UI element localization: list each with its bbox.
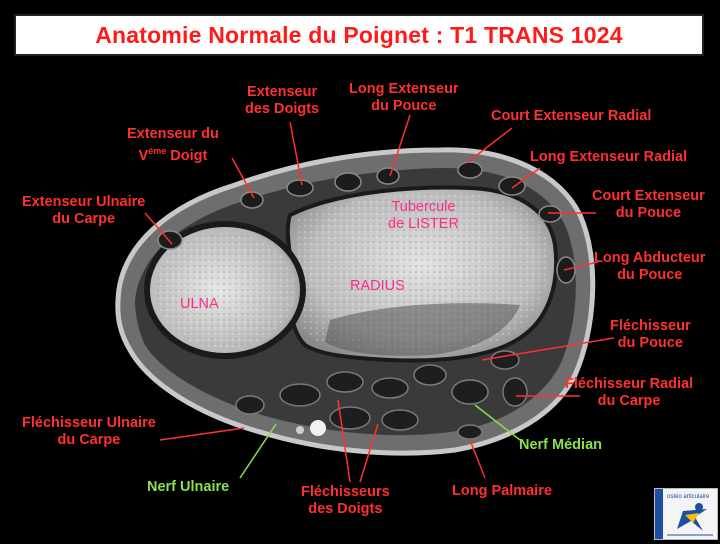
label-long-abducteur-pouce: Long Abducteur du Pouce xyxy=(594,250,706,283)
title-banner: Anatomie Normale du Poignet : T1 TRANS 1… xyxy=(14,14,704,56)
label-flechisseurs-doigts: Fléchisseurs des Doigts xyxy=(301,484,390,517)
label-long-extenseur-pouce: Long Extenseur du Pouce xyxy=(349,81,459,114)
label-long-palmaire: Long Palmaire xyxy=(452,483,552,499)
clinic-logo: ostéo articulaire xyxy=(654,488,718,540)
page-title: Anatomie Normale du Poignet : T1 TRANS 1… xyxy=(95,21,623,48)
label-extenseur-doigts: Extenseur des Doigts xyxy=(245,84,320,117)
label-extenseur-v-doigt: Extenseur du Véme Doigt xyxy=(127,126,219,164)
label-ulna: ULNA xyxy=(180,296,219,312)
skin-layer xyxy=(115,147,596,456)
label-nerf-ulnaire: Nerf Ulnaire xyxy=(147,479,230,495)
clinic-logo-graphic: ostéo articulaire xyxy=(655,489,713,539)
label-flechisseur-pouce: Fléchisseur du Pouce xyxy=(610,318,691,351)
label-radius: RADIUS xyxy=(350,278,405,294)
label-flechisseur-radial-carpe: Fléchisseur Radial du Carpe xyxy=(565,376,694,409)
label-nerf-median: Nerf Médian xyxy=(519,437,602,453)
ulnar-artery xyxy=(310,420,326,436)
logo-text: ostéo articulaire xyxy=(667,494,710,500)
label-flechisseur-ulnaire-carpe: Fléchisseur Ulnaire du Carpe xyxy=(22,415,156,448)
label-long-extenseur-radial: Long Extenseur Radial xyxy=(530,149,688,165)
radius-shadow xyxy=(325,303,520,356)
leader-lines xyxy=(144,114,615,483)
label-court-extenseur-pouce: Court Extenseur du Pouce xyxy=(592,188,705,221)
label-tubercule-lister: Tubercule de LISTER xyxy=(388,199,459,232)
label-extenseur-ulnaire-carpe: Extenseur Ulnaire du Carpe xyxy=(22,194,146,227)
label-court-extenseur-radial: Court Extenseur Radial xyxy=(491,108,652,124)
